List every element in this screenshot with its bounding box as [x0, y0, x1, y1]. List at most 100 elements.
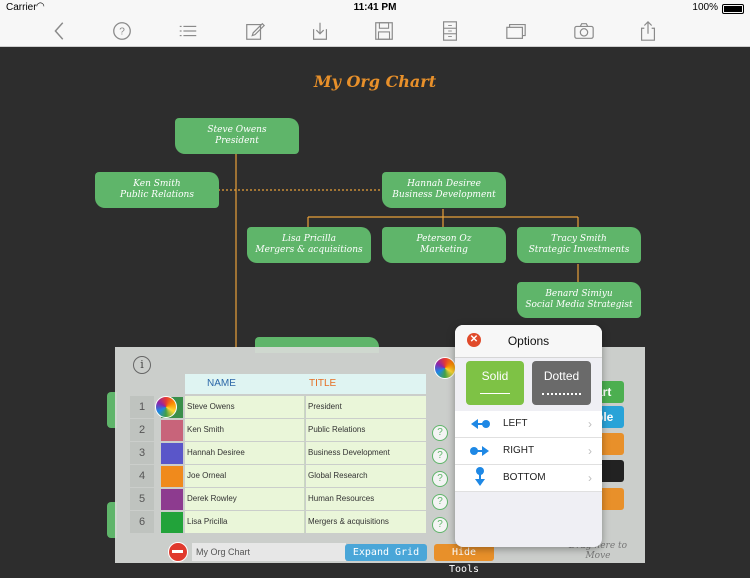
cell-title[interactable]: Mergers & acquisitions	[306, 511, 426, 533]
header-title[interactable]: TITLE	[309, 378, 337, 389]
cell-name[interactable]: Steve Owens	[185, 396, 305, 418]
save-icon[interactable]	[372, 20, 396, 42]
cell-title[interactable]: Human Resources	[306, 488, 426, 510]
dotted-line-sample	[542, 393, 581, 395]
node-name: Steve Owens	[207, 125, 267, 135]
node-title: President	[215, 136, 259, 146]
option-label: RIGHT	[503, 445, 535, 456]
popover-header: ✕ Options	[455, 325, 602, 358]
node-name: Tracy Smith	[551, 234, 607, 244]
color-swatch[interactable]	[161, 420, 183, 441]
direction-list: LEFT › RIGHT › BOTTOM ›	[455, 411, 602, 492]
cell-name[interactable]: Hannah Desiree	[185, 442, 305, 464]
cell-name[interactable]: Derek Rowley	[185, 488, 305, 510]
arrow-right-icon	[469, 443, 491, 459]
option-bottom[interactable]: BOTTOM ›	[455, 465, 602, 492]
cell-title[interactable]: Public Relations	[306, 419, 426, 441]
org-node-peterson-oz[interactable]: Peterson Oz Marketing	[382, 227, 506, 263]
expand-grid-button[interactable]: Expand Grid	[345, 544, 427, 561]
org-node-benard-simiyu[interactable]: Benard Simiyu Social Media Strategist	[517, 282, 641, 318]
table-row[interactable]: 5 Derek Rowley Human Resources	[130, 488, 426, 511]
table-row[interactable]: 4 Joe Orneal Global Research	[130, 465, 426, 488]
org-node-tracy-smith[interactable]: Tracy Smith Strategic Investments	[517, 227, 641, 263]
org-node-partial	[107, 392, 117, 428]
table-row[interactable]: 6 Lisa Pricilla Mergers & acquisitions	[130, 511, 426, 534]
color-swatch[interactable]	[161, 489, 183, 510]
connector-lines	[218, 154, 579, 348]
solid-line-button[interactable]: Solid	[466, 361, 524, 405]
cell-name[interactable]: Joe Orneal	[185, 465, 305, 487]
chart-name-field[interactable]: My Org Chart	[192, 543, 346, 561]
chevron-right-icon: ›	[588, 417, 592, 431]
cell-title[interactable]: Global Research	[306, 465, 426, 487]
edit-icon[interactable]	[243, 20, 267, 42]
node-title: Public Relations	[120, 190, 194, 200]
help-icon[interactable]: ?	[432, 448, 448, 464]
row-number: 2	[130, 419, 154, 441]
node-name: Benard Simiyu	[545, 289, 613, 299]
cell-name[interactable]: Ken Smith	[185, 419, 305, 441]
side-tool-button[interactable]	[596, 433, 624, 455]
drag-handle-hint[interactable]: Drag here to Move	[568, 541, 628, 561]
color-swatch[interactable]	[161, 466, 183, 487]
chevron-right-icon: ›	[588, 444, 592, 458]
help-icon[interactable]: ?	[110, 20, 134, 42]
header-name[interactable]: NAME	[207, 378, 236, 389]
options-popover: ✕ Options Solid Dotted LEFT › RIGHT ›	[455, 325, 602, 547]
download-icon[interactable]	[308, 20, 332, 42]
delete-icon[interactable]	[168, 542, 188, 562]
table-row[interactable]: 3 Hannah Desiree Business Development	[130, 442, 426, 465]
color-wheel-icon[interactable]	[434, 357, 456, 379]
close-icon[interactable]: ✕	[467, 333, 481, 347]
dotted-line-button[interactable]: Dotted	[532, 361, 591, 405]
chevron-right-icon: ›	[588, 471, 592, 485]
windows-icon[interactable]	[504, 20, 528, 42]
cell-name[interactable]: Lisa Pricilla	[185, 511, 305, 533]
option-right[interactable]: RIGHT ›	[455, 438, 602, 465]
option-label: BOTTOM	[503, 472, 546, 483]
row-number: 1	[130, 396, 154, 418]
option-left[interactable]: LEFT ›	[455, 411, 602, 438]
toolbar: ?	[0, 16, 750, 47]
org-node-lisa-pricilla[interactable]: Lisa Pricilla Mergers & acquisitions	[247, 227, 371, 263]
row-number: 5	[130, 488, 154, 510]
share-icon[interactable]	[636, 20, 660, 42]
status-bar: Carrier ◠ 11:41 PM 100%	[0, 0, 750, 16]
node-title: Business Development	[392, 190, 496, 200]
row-number: 4	[130, 465, 154, 487]
option-label: LEFT	[503, 418, 528, 429]
camera-icon[interactable]	[572, 20, 596, 42]
popover-title: Options	[507, 334, 550, 348]
help-icon[interactable]: ?	[432, 425, 448, 441]
cell-title[interactable]: Business Development	[306, 442, 426, 464]
help-icon[interactable]: ?	[432, 471, 448, 487]
color-swatch[interactable]	[161, 443, 183, 464]
color-swatch[interactable]	[161, 512, 183, 533]
cell-title[interactable]: President	[306, 396, 426, 418]
list-icon[interactable]	[176, 20, 200, 42]
svg-text:?: ?	[119, 27, 125, 38]
cabinet-icon[interactable]	[438, 20, 462, 42]
battery-icon	[722, 4, 744, 14]
battery-percent: 100%	[692, 2, 718, 13]
table-row[interactable]: 1 Steve Owens President	[130, 396, 426, 419]
org-node-ken-smith[interactable]: Ken Smith Public Relations	[95, 172, 219, 208]
solid-label: Solid	[481, 369, 509, 383]
org-node-hannah-desiree[interactable]: Hannah Desiree Business Development	[382, 172, 506, 208]
org-node-steve-owens[interactable]: Steve Owens President	[175, 118, 299, 154]
help-icon[interactable]: ?	[432, 517, 448, 533]
carrier-label: Carrier	[6, 2, 37, 13]
solid-line-sample	[480, 393, 510, 394]
node-title: Strategic Investments	[528, 245, 630, 255]
org-node-partial	[107, 502, 117, 538]
info-icon[interactable]: i	[133, 356, 151, 374]
color-wheel-icon[interactable]	[155, 396, 177, 418]
grid-header: NAME TITLE	[185, 374, 426, 394]
back-icon[interactable]	[48, 20, 72, 42]
arrow-down-icon	[469, 467, 491, 486]
clock: 11:41 PM	[353, 2, 397, 13]
help-icon[interactable]: ?	[432, 494, 448, 510]
side-tool-button[interactable]	[596, 488, 624, 510]
node-title: Mergers & acquisitions	[255, 245, 363, 255]
table-row[interactable]: 2 Ken Smith Public Relations	[130, 419, 426, 442]
